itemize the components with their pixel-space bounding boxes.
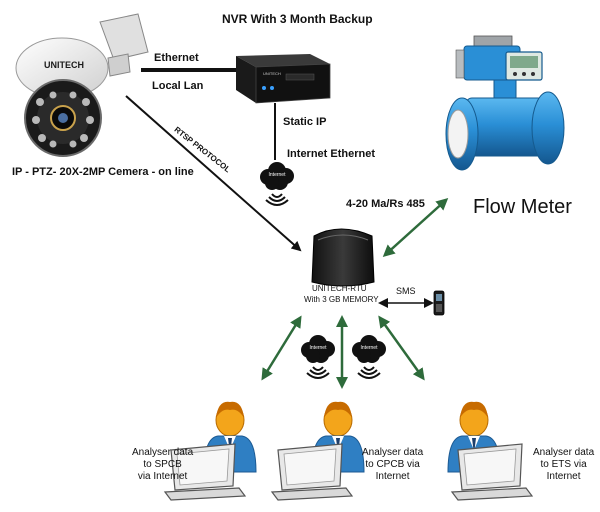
flow-meter-icon	[445, 35, 565, 171]
analyser-spcb-line3: via Internet	[137, 471, 188, 482]
camera-caption: IP - PTZ- 20X-2MP Cemera - on line	[12, 166, 194, 178]
sms-label: SMS	[396, 286, 416, 296]
rtu-memory-label: With 3 GB MEMORY	[304, 295, 379, 304]
cloud-label-nvr: Internet	[269, 172, 287, 178]
rtu-device-icon	[311, 228, 375, 287]
mobile-phone-icon	[433, 290, 445, 316]
cloud-label-right: Internet	[361, 345, 379, 351]
nvr-title: NVR With 3 Month Backup	[222, 12, 373, 26]
analyser-spcb-line2: to SPCB	[143, 459, 182, 470]
rtu-ets-link	[378, 315, 425, 381]
analyser-cpcb-line3: Internet	[375, 471, 410, 482]
analyser-ets-line2: to ETS via	[540, 459, 587, 470]
flow-meter-caption: Flow Meter	[473, 196, 572, 218]
internet-cloud-nvr-icon	[260, 162, 294, 206]
camera-brand-label: UNITECH	[44, 60, 84, 70]
nvr-device-icon	[236, 54, 331, 104]
analyser-ets-caption: Analyser data to ETS via Internet	[533, 447, 594, 483]
internet-cloud-left-icon	[301, 335, 335, 379]
rtu-name-label: UNITECH-RTU	[312, 284, 367, 293]
internet-cloud-right-icon	[352, 335, 386, 379]
rtsp-link	[125, 95, 302, 252]
analyser-ets-line3: Internet	[546, 471, 581, 482]
rtu-flowmeter-link	[382, 197, 449, 258]
analyser-spcb-line1: Analyser data	[132, 447, 194, 458]
nvr-brand-mark: UNITECH	[263, 71, 281, 76]
analyser-spcb-caption: Analyser data to SPCB via Internet	[132, 447, 193, 483]
analyser-ets-icon	[447, 401, 533, 501]
ptz-camera-icon	[15, 13, 149, 157]
ethernet-label: Ethernet	[154, 52, 199, 64]
analyser-cpcb-caption: Analyser data to CPCB via Internet	[362, 447, 423, 483]
static-ip-label: Static IP	[283, 116, 327, 128]
analyser-cpcb-line2: to CPCB via	[365, 459, 420, 470]
analyser-ets-line1: Analyser data	[533, 447, 595, 458]
connection-lines	[125, 68, 449, 389]
local-lan-label: Local Lan	[152, 80, 204, 92]
cloud-label-left: Internet	[310, 345, 328, 351]
analyser-cpcb-icon	[271, 401, 365, 501]
io-protocol-label: 4-20 Ma/Rs 485	[346, 198, 425, 210]
analyser-cpcb-line1: Analyser data	[362, 447, 424, 458]
internet-ethernet-label: Internet Ethernet	[287, 148, 376, 160]
rtu-spcb-link	[261, 315, 302, 381]
